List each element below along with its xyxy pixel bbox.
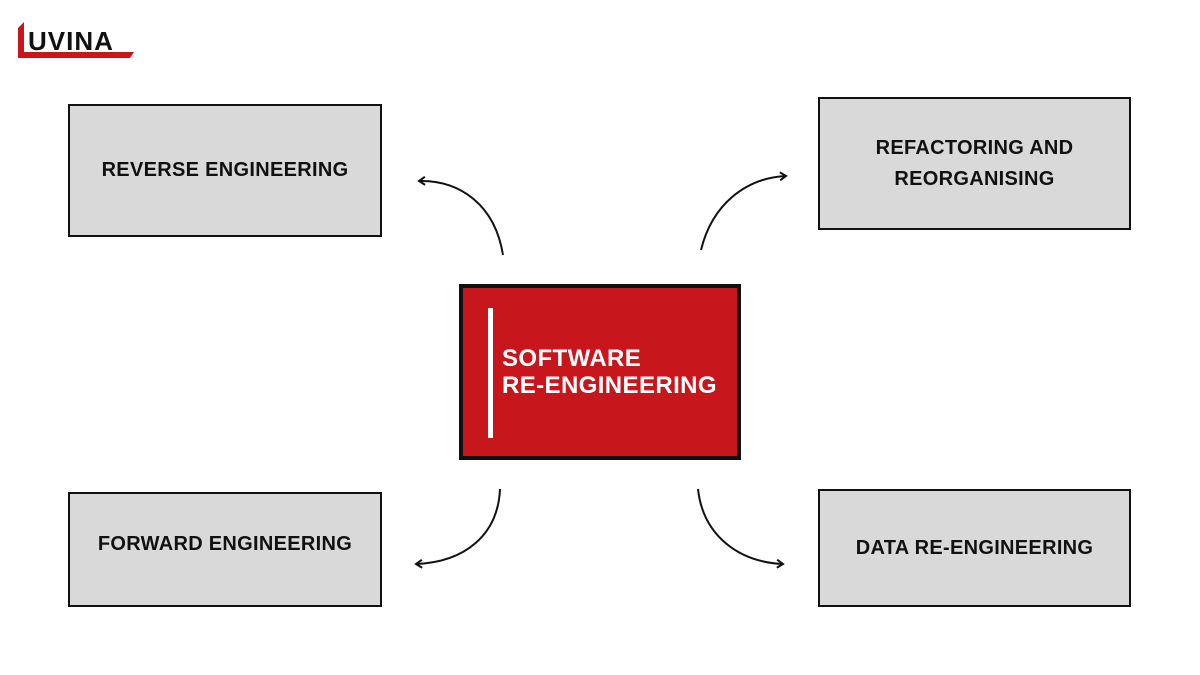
arrow-to-data [697, 488, 785, 569]
node-label-line2: REORGANISING [894, 167, 1055, 190]
node-refactoring: REFACTORING AND REORGANISING [818, 97, 1131, 230]
center-title-line2: RE-ENGINEERING [502, 372, 717, 399]
svg-text:UVINA: UVINA [28, 26, 114, 56]
uvina-logo: UVINA [16, 14, 138, 67]
node-label: DATA RE-ENGINEERING [855, 536, 1094, 559]
node-label: REVERSE ENGINEERING [101, 159, 349, 181]
node-reverse-engineering: REVERSE ENGINEERING [68, 104, 382, 237]
accent-bar [488, 308, 493, 438]
node-label-line1: REFACTORING AND [875, 136, 1074, 159]
center-node: SOFTWARE RE-ENGINEERING [459, 284, 741, 460]
node-label: FORWARD ENGINEERING [97, 533, 353, 555]
center-title: SOFTWARE RE-ENGINEERING [502, 345, 717, 399]
arrow-to-refactoring [700, 171, 788, 251]
arrow-to-reverse [417, 176, 504, 256]
center-title-line1: SOFTWARE [502, 345, 642, 372]
node-data-re-engineering: DATA RE-ENGINEERING [818, 489, 1131, 607]
node-forward-engineering: FORWARD ENGINEERING [68, 492, 382, 607]
arrow-to-forward [414, 488, 501, 569]
